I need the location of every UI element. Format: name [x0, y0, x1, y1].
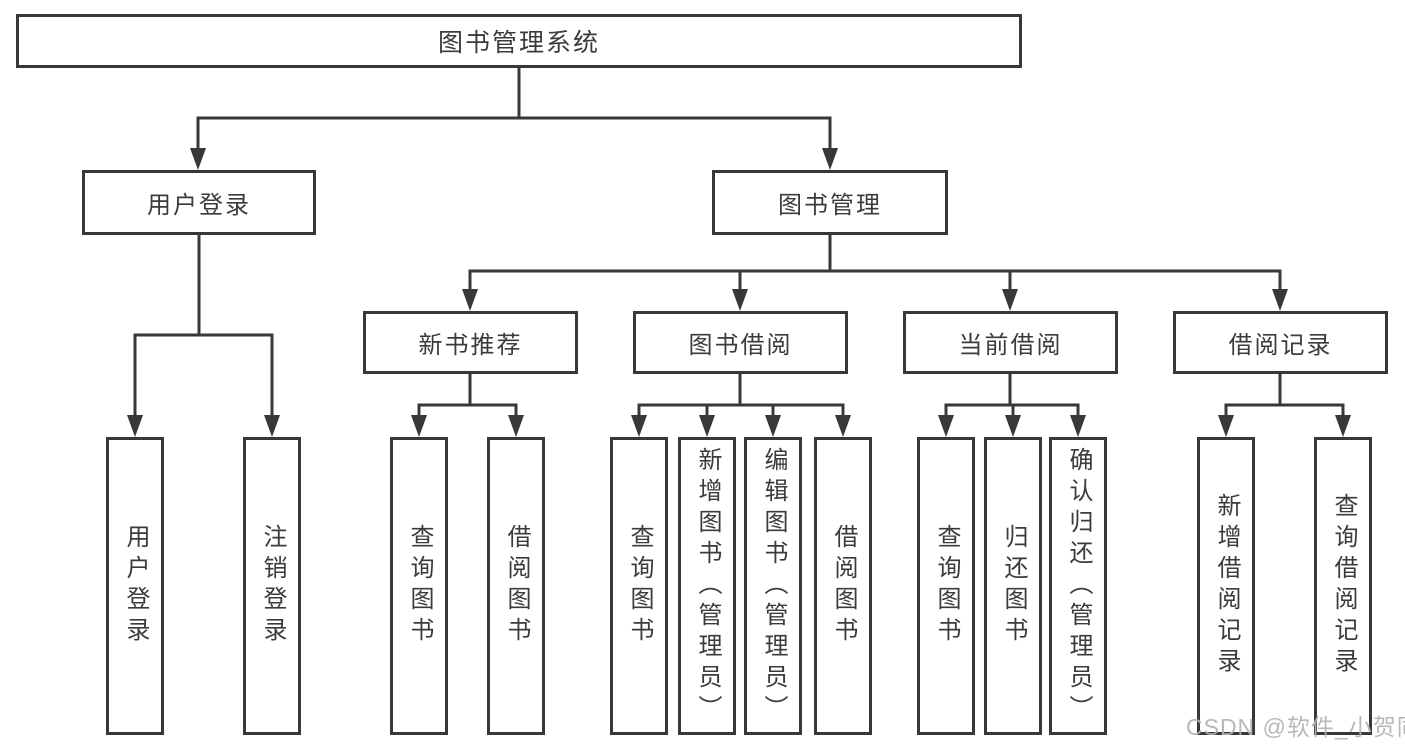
node-new-book-recommend: 新书推荐	[363, 311, 578, 374]
arrow-down-icon	[822, 148, 838, 170]
arrow-down-icon	[938, 415, 954, 437]
node-query-books-borrowing: 查询图书	[610, 437, 668, 735]
arrow-down-icon	[508, 415, 524, 437]
node-borrow-books-borrowing: 借阅图书	[814, 437, 872, 735]
node-label: 借阅记录	[1228, 332, 1333, 359]
node-label: 借阅图书	[503, 524, 530, 648]
arrow-down-icon	[462, 289, 478, 311]
arrow-down-icon	[1272, 289, 1288, 311]
node-label: 借阅图书	[830, 524, 857, 648]
connector-new-book	[417, 374, 518, 417]
node-logout-leaf: 注销登录	[243, 437, 301, 735]
node-add-borrow-record: 新增借阅记录	[1197, 437, 1255, 735]
node-add-book-admin: 新增图书（管理员）	[678, 437, 736, 735]
connector-borrow-records	[1224, 374, 1345, 417]
arrow-down-icon	[1335, 415, 1351, 437]
connector-book-borrow	[637, 374, 845, 417]
node-confirm-return-admin: 确认归还（管理员）	[1049, 437, 1107, 735]
node-query-books-recommend: 查询图书	[390, 437, 448, 735]
arrow-down-icon	[765, 415, 781, 437]
node-label: 新增借阅记录	[1213, 493, 1240, 679]
connector-root	[196, 68, 832, 150]
node-user-login: 用户登录	[82, 170, 316, 235]
arrow-down-icons	[127, 148, 1351, 437]
arrow-down-icon	[411, 415, 427, 437]
connector-elbow-lines	[133, 68, 1345, 417]
node-edit-book-admin: 编辑图书（管理员）	[744, 437, 802, 735]
arrow-down-icon	[264, 415, 280, 437]
arrow-down-icon	[699, 415, 715, 437]
arrow-down-icon	[1218, 415, 1234, 437]
arrow-down-icon	[1005, 415, 1021, 437]
node-label: 图书管理系统	[437, 29, 600, 57]
node-label: 确认归还（管理员）	[1065, 446, 1092, 726]
node-borrow-books-recommend: 借阅图书	[487, 437, 545, 735]
node-book-borrow: 图书借阅	[633, 311, 848, 374]
node-label: 查询图书	[933, 524, 960, 648]
node-label: 图书管理	[778, 192, 882, 219]
node-current-borrow: 当前借阅	[903, 311, 1118, 374]
node-user-login-leaf: 用户登录	[106, 437, 164, 735]
node-label: 编辑图书（管理员）	[760, 446, 787, 726]
arrow-down-icon	[127, 415, 143, 437]
arrow-down-icon	[1002, 289, 1018, 311]
node-label: 用户登录	[147, 192, 251, 219]
arrow-down-icon	[631, 415, 647, 437]
node-label: 查询图书	[626, 524, 653, 648]
arrow-down-icon	[190, 148, 206, 170]
node-book-management: 图书管理	[712, 170, 948, 235]
node-label: 查询借阅记录	[1330, 493, 1357, 679]
connector-book-management	[468, 235, 1282, 291]
node-label: 新增图书（管理员）	[694, 446, 721, 726]
node-return-book: 归还图书	[984, 437, 1042, 735]
arrow-down-icon	[835, 415, 851, 437]
node-label: 查询图书	[406, 524, 433, 648]
node-label: 注销登录	[259, 524, 286, 648]
csdn-watermark: CSDN @软件_小贺同学	[1186, 714, 1405, 740]
connector-current-borrow	[944, 374, 1080, 417]
node-label: 当前借阅	[958, 332, 1063, 359]
node-query-books-current: 查询图书	[917, 437, 975, 735]
connector-user-login	[133, 235, 274, 417]
arrow-down-icon	[732, 289, 748, 311]
node-query-borrow-record: 查询借阅记录	[1314, 437, 1372, 735]
node-label: 用户登录	[122, 524, 149, 648]
node-label: 图书借阅	[688, 332, 793, 359]
node-library-management-system: 图书管理系统	[16, 14, 1022, 68]
arrow-down-icon	[1070, 415, 1086, 437]
node-label: 新书推荐	[418, 332, 523, 359]
node-label: 归还图书	[1000, 524, 1027, 648]
node-borrow-records: 借阅记录	[1173, 311, 1388, 374]
